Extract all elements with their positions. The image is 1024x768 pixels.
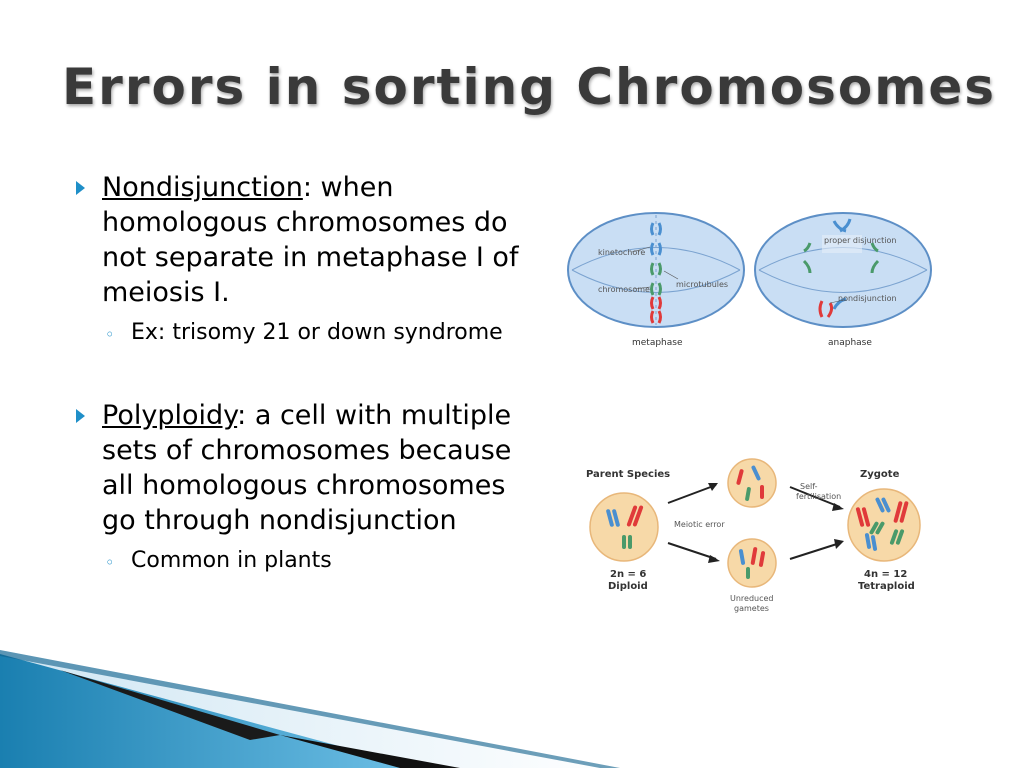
sub-bullet-example: ◦ Ex: trisomy 21 or down syndrome — [72, 318, 542, 348]
unreduced-label: Unreduced — [730, 594, 774, 603]
tetraploid-label: Tetraploid — [858, 581, 915, 592]
anaphase-chromosomes — [802, 218, 880, 318]
tetraploid-count-label: 4n = 12 — [864, 569, 907, 580]
metaphase-chromosomes — [650, 222, 662, 324]
anaphase-label: anaphase — [828, 338, 872, 348]
parent-cell — [589, 492, 659, 562]
proper-disjunction-label: proper disjunction — [824, 236, 896, 245]
bullet-polyploidy: Polyploidy: a cell with multiple sets of… — [72, 398, 542, 538]
anaphase-cell — [754, 212, 932, 328]
bullet-text: : when homologous chromosomes do not sep… — [102, 172, 519, 308]
meiotic-error-label: Meiotic error — [674, 520, 725, 529]
gametes-label: gametes — [734, 604, 769, 613]
bullet-text: : a cell with multiple sets of chromosom… — [102, 400, 512, 536]
decorative-stripes — [0, 650, 620, 768]
sub-bullet-ring-icon: ◦ — [105, 553, 115, 572]
chromosome-label: chromosome — [598, 285, 650, 294]
microtubules-label: microtubules — [676, 280, 728, 289]
zygote-label: Zygote — [860, 469, 900, 480]
metaphase-label: metaphase — [632, 338, 683, 348]
diploid-count-label: 2n = 6 — [610, 569, 646, 580]
polyploidy-figure: Parent Species 2n = 6 Diploid Meiotic er… — [586, 458, 921, 613]
bullet-term: Nondisjunction — [102, 172, 303, 203]
bullet-list: Nondisjunction: when homologous chromoso… — [72, 170, 542, 576]
sub-bullet-ring-icon: ◦ — [105, 325, 115, 344]
bullet-arrow-icon — [76, 181, 85, 195]
bullet-arrow-icon — [76, 409, 85, 423]
self-label: Self- — [800, 482, 818, 491]
diploid-label: Diploid — [608, 581, 648, 592]
sub-bullet-text: Ex: trisomy 21 or down syndrome — [131, 320, 503, 345]
slide-title: Errors in sorting Chromosomes — [62, 58, 997, 116]
bullet-term: Polyploidy — [102, 400, 238, 431]
parent-species-label: Parent Species — [586, 469, 670, 480]
fertilisation-label: fertilisation — [796, 492, 841, 501]
bullet-nondisjunction: Nondisjunction: when homologous chromoso… — [72, 170, 542, 310]
nondisjunction-label: nondisjunction — [838, 294, 897, 303]
sub-bullet-plants: ◦ Common in plants — [72, 546, 542, 576]
meiosis-figure: kinetochore chromosome microtubules meta… — [567, 212, 932, 348]
kinetochore-label: kinetochore — [598, 248, 645, 257]
sub-bullet-text: Common in plants — [131, 548, 332, 573]
